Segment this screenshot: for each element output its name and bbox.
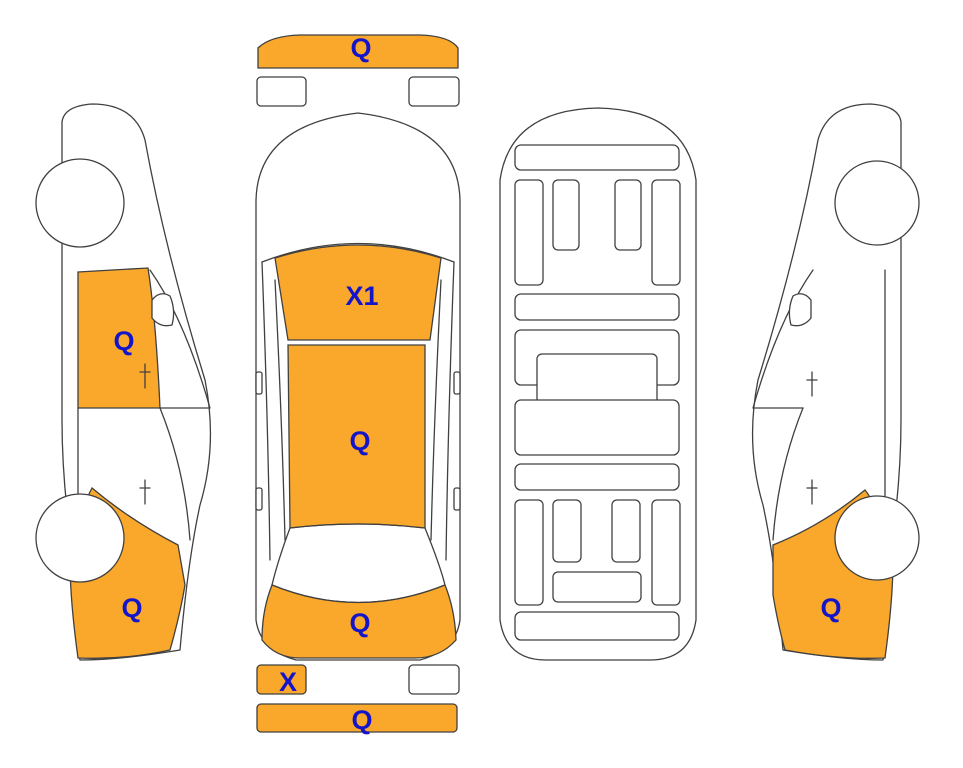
left-rear-quarter-label: Q xyxy=(121,593,142,623)
underbody-panel-10 xyxy=(514,463,680,491)
trunk-panel[interactable] xyxy=(261,584,457,659)
front-section xyxy=(256,34,460,107)
rear-section xyxy=(256,664,460,733)
underbody-panel-14 xyxy=(651,499,681,606)
underbody-panel-5 xyxy=(651,179,681,286)
top-view-car xyxy=(255,112,461,661)
left-front-door-handle xyxy=(139,363,151,389)
right-rear-handle xyxy=(453,487,461,511)
right-rear-wheel xyxy=(834,495,920,581)
left-side-belt-line xyxy=(159,407,191,541)
left-side-window-line xyxy=(149,269,211,409)
underbody-panel-11 xyxy=(514,499,544,606)
underbody-panel-6 xyxy=(514,293,680,321)
left-rear-handle xyxy=(255,487,263,511)
left-side-view xyxy=(35,103,212,661)
underbody-panel-15 xyxy=(552,571,642,603)
underbody-panel-12 xyxy=(552,499,582,563)
left-rear-wheel xyxy=(35,493,125,583)
front-bumper-label: Q xyxy=(350,33,371,63)
underbody-panel-2 xyxy=(514,179,544,286)
top-view-right-inner xyxy=(430,279,442,541)
right-rear-door-handle xyxy=(806,479,818,505)
right-mirror xyxy=(453,371,461,395)
hood-label: X1 xyxy=(345,281,378,311)
underbody-panel-13 xyxy=(611,499,641,563)
top-view-left-inner xyxy=(274,279,286,541)
trunk-label: Q xyxy=(349,608,370,638)
right-side-mirror xyxy=(788,293,812,327)
rear-bumper-label: Q xyxy=(351,705,372,735)
hood-panel[interactable] xyxy=(274,244,442,341)
right-front-wheel xyxy=(834,160,920,246)
left-front-wheel xyxy=(35,158,125,248)
left-front-door-label: Q xyxy=(113,326,134,356)
top-view-right-pillar xyxy=(445,261,455,561)
right-rear-quarter-label: Q xyxy=(820,593,841,623)
underbody-view xyxy=(499,107,697,661)
rear-light-right[interactable] xyxy=(408,664,460,695)
top-view-windshield-frame xyxy=(261,242,455,263)
right-side-belt-line xyxy=(772,407,804,541)
underbody-panel-3 xyxy=(552,179,580,251)
front-light-right[interactable] xyxy=(408,76,460,107)
roof-label: Q xyxy=(349,426,370,456)
underbody-panel-9 xyxy=(514,399,680,456)
rear-light-left[interactable] xyxy=(256,664,307,695)
right-front-door-handle xyxy=(806,371,818,397)
front-light-left[interactable] xyxy=(256,76,307,107)
rear-light-left-label: X xyxy=(279,667,297,697)
right-side-window-line xyxy=(752,269,814,409)
top-view-left-pillar xyxy=(261,261,271,561)
right-side-view xyxy=(751,103,920,661)
underbody-panel-4 xyxy=(614,179,642,251)
left-side-mirror xyxy=(151,293,175,327)
left-mirror xyxy=(255,371,263,395)
underbody-panel-16 xyxy=(514,611,680,641)
underbody-panel-1 xyxy=(514,144,680,171)
front-bumper-panel[interactable] xyxy=(257,34,459,69)
rear-bumper-panel[interactable] xyxy=(256,703,458,733)
left-rear-door-handle xyxy=(139,479,151,505)
